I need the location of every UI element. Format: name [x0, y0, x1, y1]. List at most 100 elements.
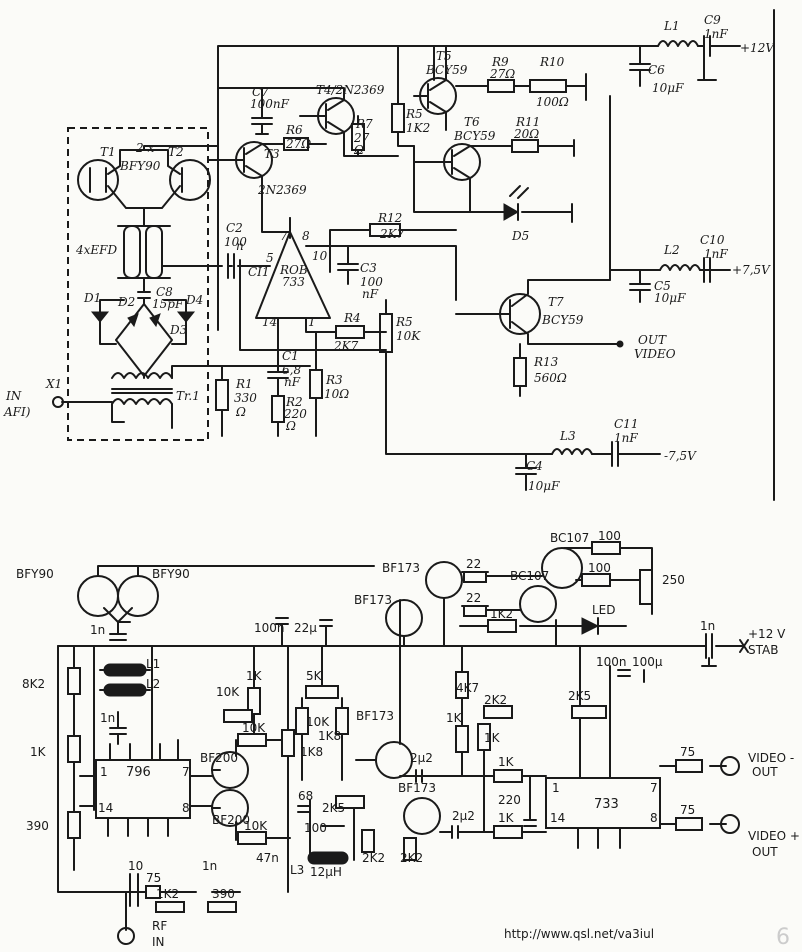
label-1k-left: 1K: [30, 745, 47, 759]
resistor-r1: [215, 379, 229, 411]
label-1k-a: 1K: [246, 669, 263, 683]
label-bf173-c: BF173: [354, 593, 392, 607]
label-r2-unit: Ω: [285, 419, 296, 433]
transformer-tr1: [111, 372, 173, 405]
label-bc107-b: BC107: [510, 569, 549, 583]
resistor-1k-o: [493, 769, 523, 783]
t1-t2-leads: [89, 145, 219, 225]
label-r1-unit: Ω: [235, 405, 246, 419]
label-bfy90-a: BFY90: [16, 567, 54, 581]
label-c2-val: 100: [224, 235, 247, 249]
label-1k8-b: 1K8: [318, 729, 341, 743]
label-2k5-b: 2K5: [568, 689, 591, 703]
resistor-10k-a: [237, 733, 267, 747]
efd-diode-a: [123, 225, 141, 279]
t7-leads: [455, 279, 621, 359]
label-bfy90-b: BFY90: [152, 567, 190, 581]
label-47n: 47n: [256, 851, 279, 865]
resistor-1k-left: [67, 735, 81, 763]
t5-leads: [413, 45, 447, 131]
cap-c8: [137, 291, 151, 305]
label-c11-val: 1nF: [614, 431, 638, 445]
label-2k2-c: 2K2: [484, 693, 507, 707]
r12-wires: [289, 217, 457, 247]
label-100u: 100μ: [632, 655, 663, 669]
label-75-a: 75: [680, 745, 695, 759]
label-r9: R9: [491, 55, 509, 69]
label-plus7v5: +7,5V: [732, 263, 771, 277]
label-bf173-a: BF173: [356, 709, 394, 723]
connector-x1: [52, 396, 64, 408]
label-x1: X1: [45, 377, 62, 391]
bfy90-leads: [97, 565, 375, 635]
label-390-left: 390: [26, 819, 49, 833]
cap-c9: [697, 35, 741, 57]
label-r12-val: 2K7: [379, 227, 405, 241]
label-d2: D2: [117, 295, 135, 309]
label-ci1: CI1: [248, 265, 270, 279]
label-c2: C2: [226, 221, 243, 235]
label-250: 250: [662, 573, 685, 587]
label-d3: D3: [169, 323, 188, 337]
stab-terminal: [739, 639, 749, 653]
label-afi: AFI): [3, 405, 31, 419]
label-d5: D5: [511, 229, 529, 243]
resistor-r10: [529, 79, 567, 93]
label-ic-796: 796: [126, 765, 151, 780]
label-r3: R3: [325, 373, 343, 387]
transistor-t1: [77, 159, 119, 201]
resistor-1k-m: [455, 725, 469, 753]
cap-1n-a: [109, 633, 127, 641]
label-796-p14: 14: [98, 801, 113, 815]
diode-bridge: [115, 303, 173, 377]
label-t2: T2: [168, 145, 184, 159]
inductor-l3-b: [307, 851, 349, 865]
bias-wires-mid: [287, 645, 343, 893]
label-r5b-val: 1K2: [406, 121, 430, 135]
label-22-a: 22: [466, 557, 481, 571]
label-22u: 22μ: [294, 621, 317, 635]
bc107-leads: [485, 547, 653, 647]
label-100n-b: 100n: [596, 655, 627, 669]
transistor-bf173-a: [375, 741, 413, 779]
label-supply: +12 V: [748, 627, 786, 641]
efd-leads: [117, 217, 171, 293]
label-in: IN: [5, 389, 22, 403]
resistor-100-top: [591, 541, 621, 555]
resistor-75-a: [675, 759, 703, 773]
label-c10: C10: [700, 233, 725, 247]
label-r1: R1: [235, 377, 253, 391]
label-led: LED: [592, 603, 616, 617]
label-r11: R11: [515, 115, 540, 129]
resistor-390-in: [207, 901, 237, 913]
transistor-bfy90-a: [77, 575, 119, 617]
label-bfy90: BFY90: [119, 159, 161, 173]
label-c5: C5: [654, 279, 671, 293]
label-t4: T4/2N2369: [316, 83, 385, 97]
label-c3: C3: [360, 261, 377, 275]
label-l2: L2: [663, 243, 680, 257]
label-c10-val: 1nF: [704, 247, 728, 261]
label-2k5: 2K5: [322, 801, 345, 815]
resistor-2k2-a: [361, 829, 375, 853]
label-r13: R13: [533, 355, 559, 369]
top-schematic: [52, 9, 775, 501]
transistor-t2: [169, 159, 211, 201]
label-8k2: 8K2: [22, 677, 45, 691]
label-c1-unit: nF: [284, 375, 301, 389]
label-2u2-a: 2μ2: [410, 751, 433, 765]
inductor-l2: [103, 683, 147, 697]
label-1n-c: 1n: [700, 619, 715, 633]
pot-2k5-b: [571, 705, 607, 719]
label-10k-b: 10K: [242, 721, 266, 735]
label-733-p14: 14: [550, 811, 565, 825]
connector-rf-in: [117, 927, 135, 945]
label-733-p8: 8: [650, 811, 658, 825]
label-r12: R12: [377, 211, 402, 225]
label-video-minus-out: OUT: [752, 765, 778, 779]
label-bf173-d: BF173: [382, 561, 420, 575]
label-video-plus: VIDEO +: [748, 829, 800, 843]
resistor-22-b: [463, 605, 487, 617]
